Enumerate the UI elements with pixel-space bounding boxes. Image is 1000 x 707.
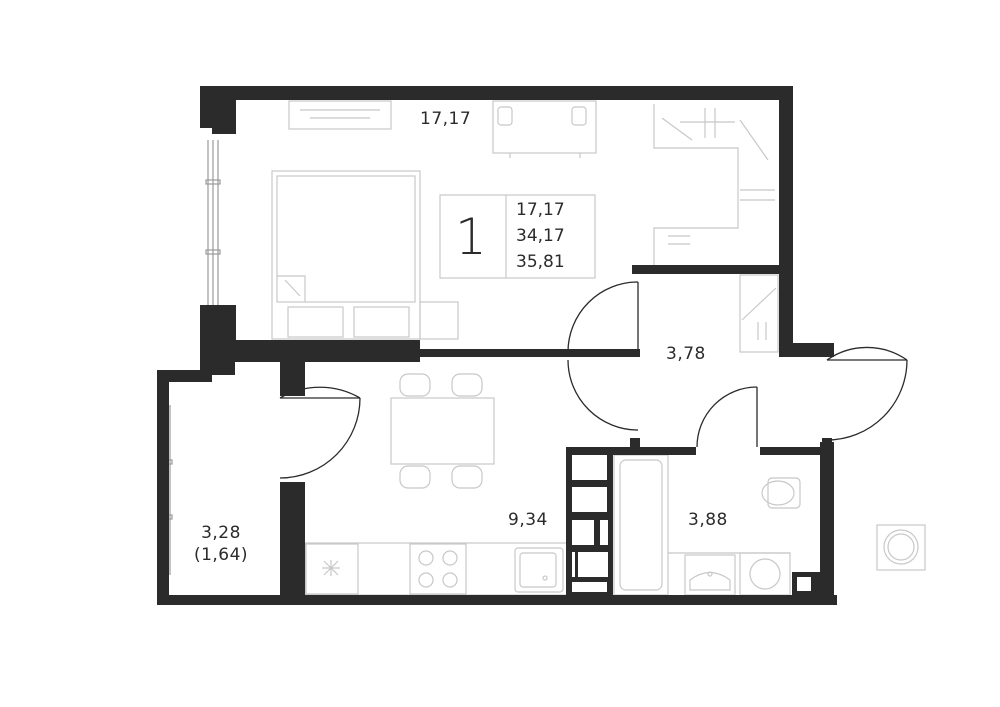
bathroom-sink bbox=[684, 554, 736, 596]
summary-box bbox=[439, 194, 596, 279]
desk bbox=[492, 100, 597, 158]
washing-machine bbox=[739, 552, 791, 596]
balcony-area-label: 3,28 bbox=[201, 523, 241, 543]
bedroom-area-label: 17,17 bbox=[420, 109, 472, 129]
bathroom-riser-inner bbox=[797, 577, 811, 591]
hallway-shelf bbox=[739, 274, 779, 353]
balcony-door bbox=[279, 386, 361, 479]
tv-unit bbox=[288, 100, 392, 130]
bathtub bbox=[613, 454, 669, 596]
bathroom-door-arc bbox=[567, 359, 639, 431]
nightstand bbox=[419, 301, 459, 340]
bathroom-door bbox=[696, 386, 758, 448]
total-area-with-balcony-value: 35,81 bbox=[516, 252, 565, 272]
dining-table bbox=[390, 373, 495, 489]
kitchen-counter bbox=[304, 542, 568, 596]
living-area-value: 17,17 bbox=[516, 200, 565, 220]
entrance-door bbox=[826, 346, 908, 441]
total-area-value: 34,17 bbox=[516, 226, 565, 246]
bed bbox=[271, 170, 421, 340]
walls bbox=[157, 86, 837, 605]
bathroom-area-label: 3,88 bbox=[688, 510, 728, 530]
outdoor-unit bbox=[876, 524, 926, 571]
toilet bbox=[761, 477, 801, 509]
bedroom-door bbox=[567, 281, 639, 353]
doors bbox=[279, 281, 908, 479]
bedroom-window bbox=[205, 140, 221, 305]
ventilation-shaft bbox=[572, 455, 608, 592]
kitchen-area-label: 9,34 bbox=[508, 510, 548, 530]
hallway-area-label: 3,78 bbox=[666, 344, 706, 364]
room-count: 1 bbox=[455, 208, 487, 266]
area-summary: 17,17 34,17 35,81 bbox=[516, 197, 565, 275]
furniture bbox=[271, 100, 926, 596]
balcony-reduced-area-label: (1,64) bbox=[193, 545, 249, 565]
closet bbox=[653, 104, 775, 265]
